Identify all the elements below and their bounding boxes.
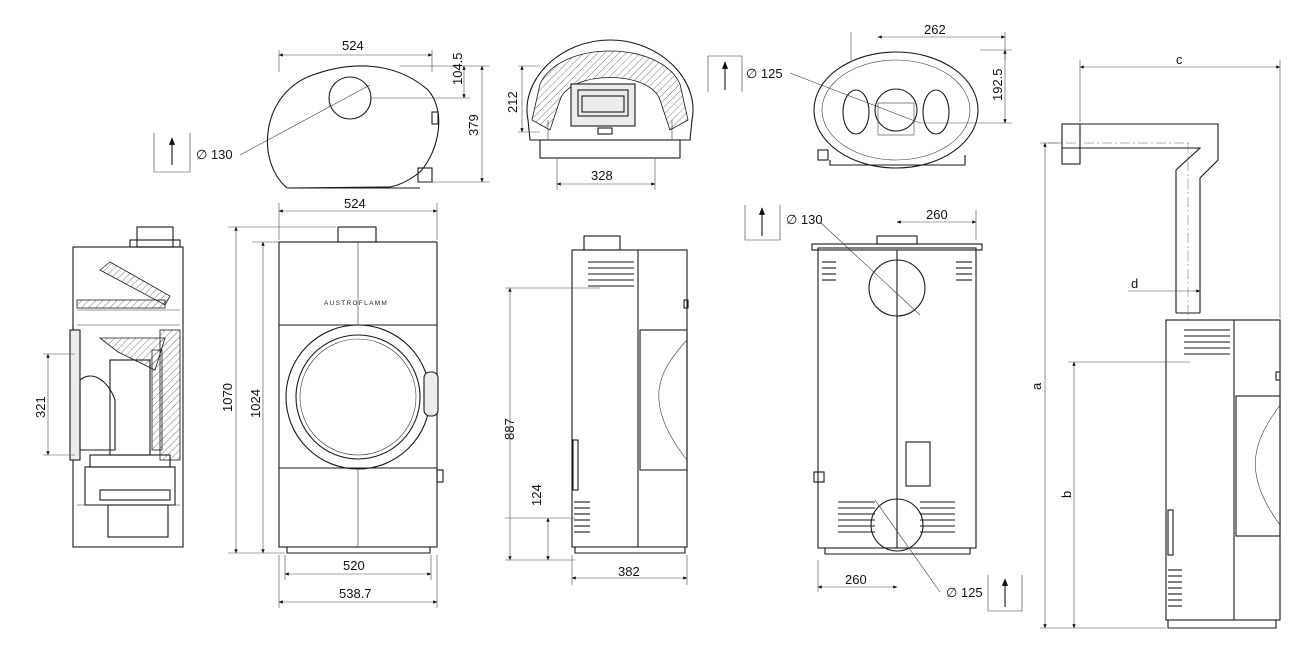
rear-bottom-diameter: ∅ 125 [946,585,983,600]
rear-bottom-offset: 260 [845,572,867,587]
rear-vents-top [822,261,972,281]
rear-top-spacing-label: 262 [924,22,946,37]
top-flue-diameter-label: ∅ 130 [196,147,233,162]
rear-top-offset-label: 192.5 [990,68,1005,101]
flue-dim-c: c [1176,52,1183,67]
brand-logo: AUSTROFLAMM [324,300,388,307]
flue-vent-bottom [1168,569,1182,607]
front-body-height-label: 1024 [248,389,263,418]
flue-outlet-top [328,76,372,120]
section-width-label: 328 [591,168,613,183]
top-view [153,50,490,189]
section-height-label: 212 [505,91,520,113]
side-vent-top [588,261,634,287]
flue-dim-a: a [1029,382,1044,390]
air-inlet-height-label: 124 [529,484,544,506]
rear-vents-bottom [838,501,955,533]
top-offset-label: 104.5 [450,52,465,85]
rear-top-diameter-label: ∅ 125 [746,66,783,81]
rear-air-inlet [870,498,924,552]
flue-dim-b: b [1059,491,1074,498]
side-view [505,235,689,585]
flue-dim-d: d [1131,276,1138,291]
flue-height-label: 887 [502,418,517,440]
side-section-view [43,226,184,548]
side-vent-bottom [574,501,590,533]
front-base-width-label: 520 [343,558,365,573]
top-width-label: 524 [342,38,364,53]
door-handle [423,371,439,417]
front-view [228,203,444,608]
rear-view [744,205,1023,612]
glass-height-label: 321 [33,396,48,418]
rear-top-view [707,32,1012,169]
section-view [518,39,694,190]
front-foot-width-label: 538.7 [339,586,372,601]
flue-installation-view [1040,60,1281,629]
flue-vent-top [1184,329,1230,355]
rear-top-offset: 260 [926,207,948,222]
rear-top-diameter: ∅ 130 [786,212,823,227]
front-total-height-label: 1070 [220,383,235,412]
rear-flue-outlet [868,259,926,317]
top-depth-label: 379 [466,114,481,136]
front-width-label: 524 [344,196,366,211]
flue-outlet-rear [874,88,918,132]
side-depth-label: 382 [618,564,640,579]
